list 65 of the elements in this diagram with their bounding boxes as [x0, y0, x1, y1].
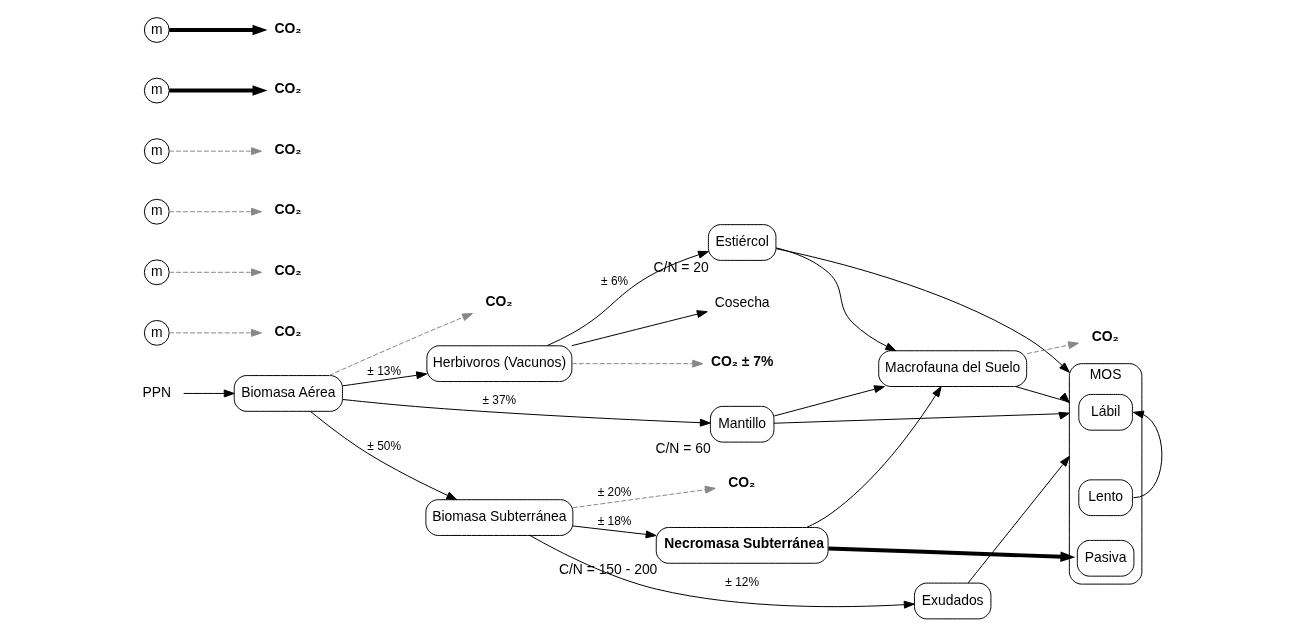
node-label: C/N = 150 - 200: [558, 561, 658, 578]
arrow: [168, 268, 262, 277]
node-box: Estiércol: [707, 224, 777, 261]
edge-label: ± 18%: [597, 514, 632, 529]
arrow: [572, 485, 716, 509]
arrow: [168, 147, 262, 156]
arrow: [775, 247, 897, 352]
arrow: [775, 248, 1070, 373]
arrow: [828, 546, 1076, 562]
node-box: Pasiva: [1076, 539, 1135, 577]
edge-label: ± 20%: [597, 485, 632, 500]
node-circle: m: [143, 259, 170, 286]
node-text: CO₂: [274, 261, 302, 278]
node-text: CO₂: [485, 292, 513, 309]
node-box: Lento: [1078, 479, 1133, 517]
node-circle: m: [143, 17, 170, 43]
arrow: [806, 386, 942, 528]
arrow: [310, 411, 458, 501]
node-label: C/N = 60: [655, 440, 711, 457]
node-circle: m: [143, 319, 170, 346]
edge-label: ± 6%: [601, 273, 629, 288]
node-circle: m: [143, 198, 170, 225]
arrow: [546, 250, 709, 347]
node-text: CO₂: [274, 140, 302, 157]
arrow: [773, 411, 1070, 424]
arrow: [773, 385, 885, 417]
arrow: [1026, 341, 1079, 355]
arrow: [183, 389, 235, 398]
node-text: PPN: [142, 384, 172, 401]
node-box: Biomasa Aérea: [233, 375, 343, 412]
arrow: [169, 24, 268, 36]
edge-label: ± 50%: [367, 438, 402, 453]
arrow: [529, 535, 915, 609]
arrow: [1015, 386, 1070, 404]
node-text: CO₂: [728, 474, 756, 491]
node-text: Cosecha: [714, 293, 770, 310]
arrow: [1132, 410, 1163, 499]
node-box: Macrofauna del Suelo: [878, 350, 1028, 387]
node-text: CO₂: [274, 19, 302, 36]
node-text: CO₂: [274, 322, 302, 339]
node-box: Necromasa Subterránea: [655, 527, 829, 564]
node-box: Herbivoros (Vacunos): [426, 345, 573, 383]
arrow: [571, 310, 708, 347]
node-box: Lábil: [1078, 393, 1133, 431]
arrow: [168, 207, 262, 216]
node-text: CO₂: [274, 201, 302, 218]
edge-label: ± 37%: [482, 392, 517, 407]
node-box: Mantillo: [709, 405, 775, 443]
arrow: [328, 313, 473, 377]
node-box: Exudados: [913, 582, 992, 620]
arrow: [342, 399, 711, 427]
edge-label: ± 12%: [725, 574, 760, 589]
node-circle: m: [143, 138, 170, 165]
node-circle: m: [143, 77, 170, 104]
node-text: CO₂: [274, 80, 302, 97]
node-text: CO₂ ± 7%: [710, 353, 774, 370]
arrow: [572, 525, 657, 539]
node-box: Biomasa Subterránea: [425, 499, 574, 536]
arrow: [967, 455, 1070, 584]
arrow: [168, 328, 262, 337]
arrow: [571, 359, 704, 368]
arrow: [169, 85, 268, 96]
node-text: CO₂: [1091, 327, 1119, 344]
edge-label: ± 13%: [367, 364, 402, 379]
arrow: [342, 371, 428, 387]
